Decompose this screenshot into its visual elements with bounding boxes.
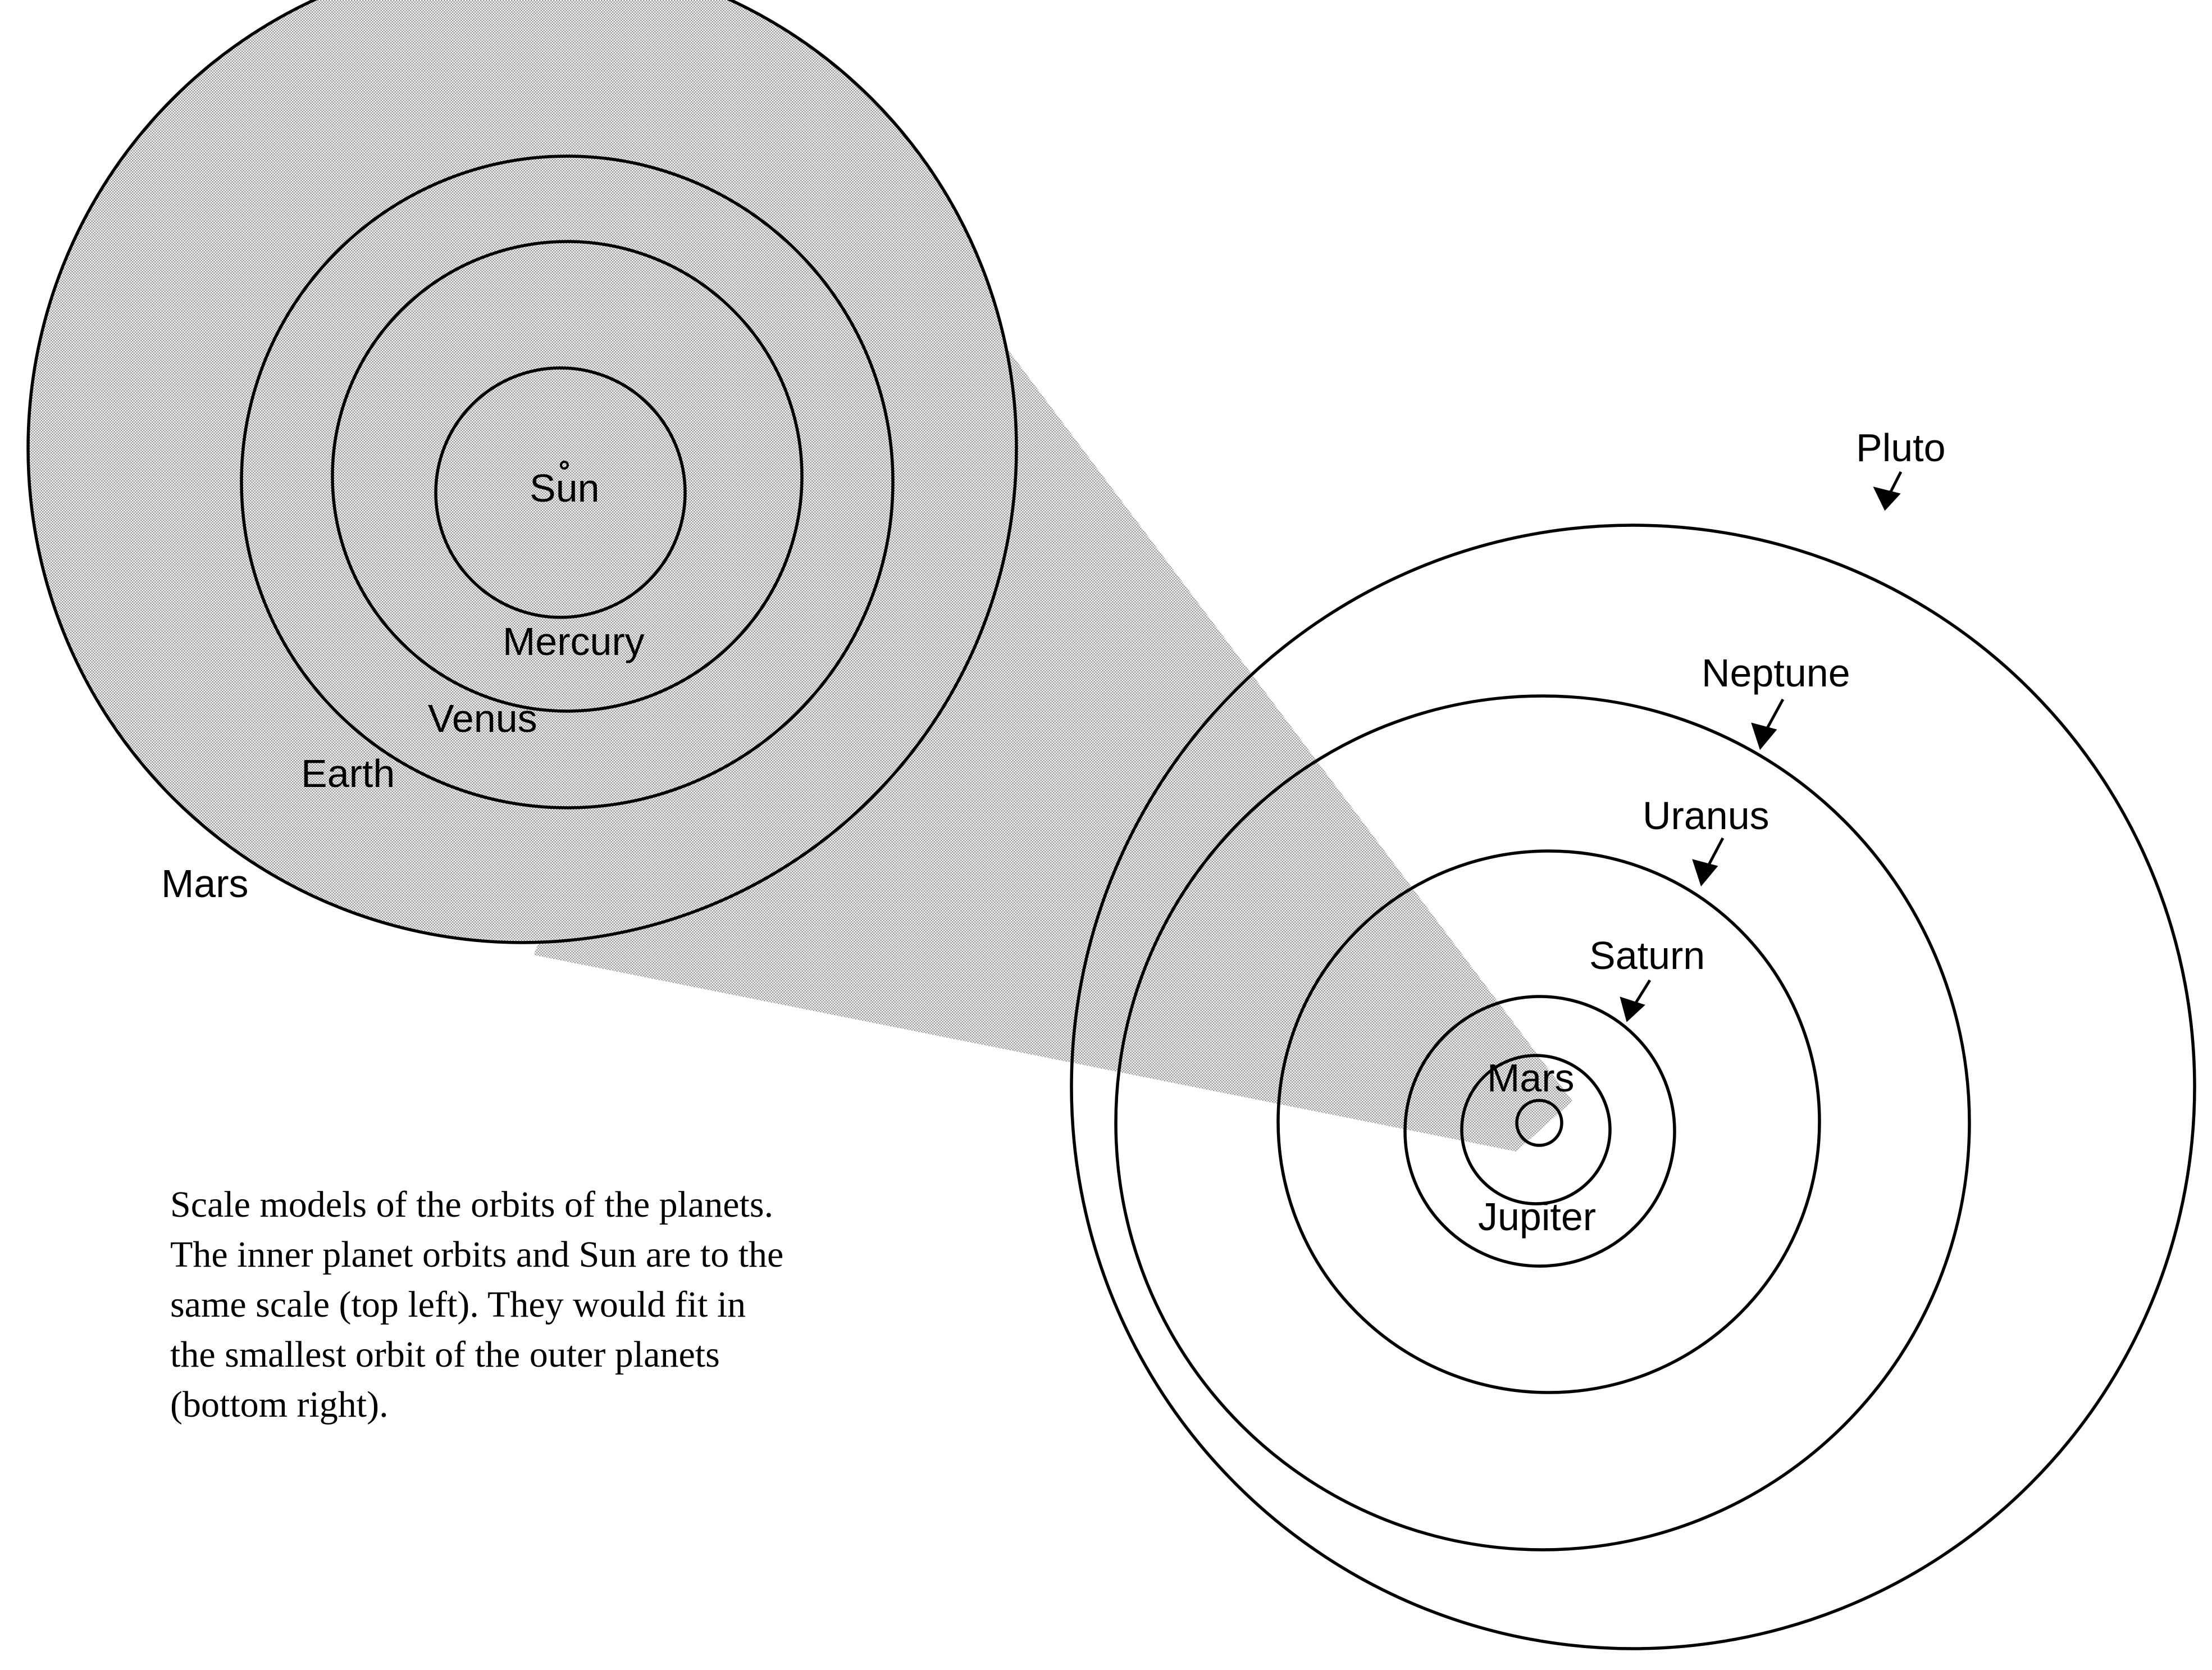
saturn-orbit — [1403, 995, 1676, 1268]
mercury-orbit — [434, 366, 687, 619]
jupiter-orbit — [1460, 1054, 1612, 1205]
outer-system: Pluto Neptune Uranus Saturn Mars Jupiter — [1070, 426, 2196, 1650]
pluto-arrow — [1873, 471, 1903, 511]
inner-system: Sun Mercury Venus Earth Mars — [26, 0, 1018, 944]
caption-line: Scale models of the orbits of the planet… — [170, 1184, 774, 1225]
earth-orbit — [240, 154, 895, 809]
label-inner-mars: Mars — [161, 862, 249, 905]
uranus-arrow — [1692, 837, 1725, 887]
caption-line: same scale (top left). They would fit in — [170, 1284, 746, 1325]
label-earth: Earth — [301, 752, 395, 795]
label-neptune: Neptune — [1702, 651, 1850, 695]
sun-dot — [560, 461, 569, 470]
venus-orbit — [331, 240, 804, 713]
pluto-orbit — [1070, 524, 2196, 1650]
neptune-orbit — [1114, 694, 1971, 1551]
inner-mars-orbit — [26, 0, 1018, 944]
label-saturn: Saturn — [1589, 934, 1705, 977]
label-sun: Sun — [530, 466, 600, 510]
label-outer-mars: Mars — [1487, 1056, 1575, 1100]
uranus-orbit — [1276, 849, 1821, 1394]
label-venus: Venus — [428, 697, 537, 740]
figure-caption: Scale models of the orbits of the planet… — [170, 1180, 900, 1430]
label-uranus: Uranus — [1643, 794, 1769, 838]
neptune-arrow — [1751, 698, 1785, 750]
saturn-arrow — [1620, 979, 1652, 1022]
label-jupiter: Jupiter — [1478, 1195, 1596, 1239]
caption-line: (bottom right). — [170, 1384, 389, 1425]
label-mercury: Mercury — [503, 620, 645, 663]
caption-line: the smallest orbit of the outer planets — [170, 1334, 720, 1375]
caption-line: The inner planet orbits and Sun are to t… — [170, 1234, 784, 1275]
outer-mars-orbit — [1515, 1099, 1563, 1147]
label-pluto: Pluto — [1856, 426, 1946, 470]
